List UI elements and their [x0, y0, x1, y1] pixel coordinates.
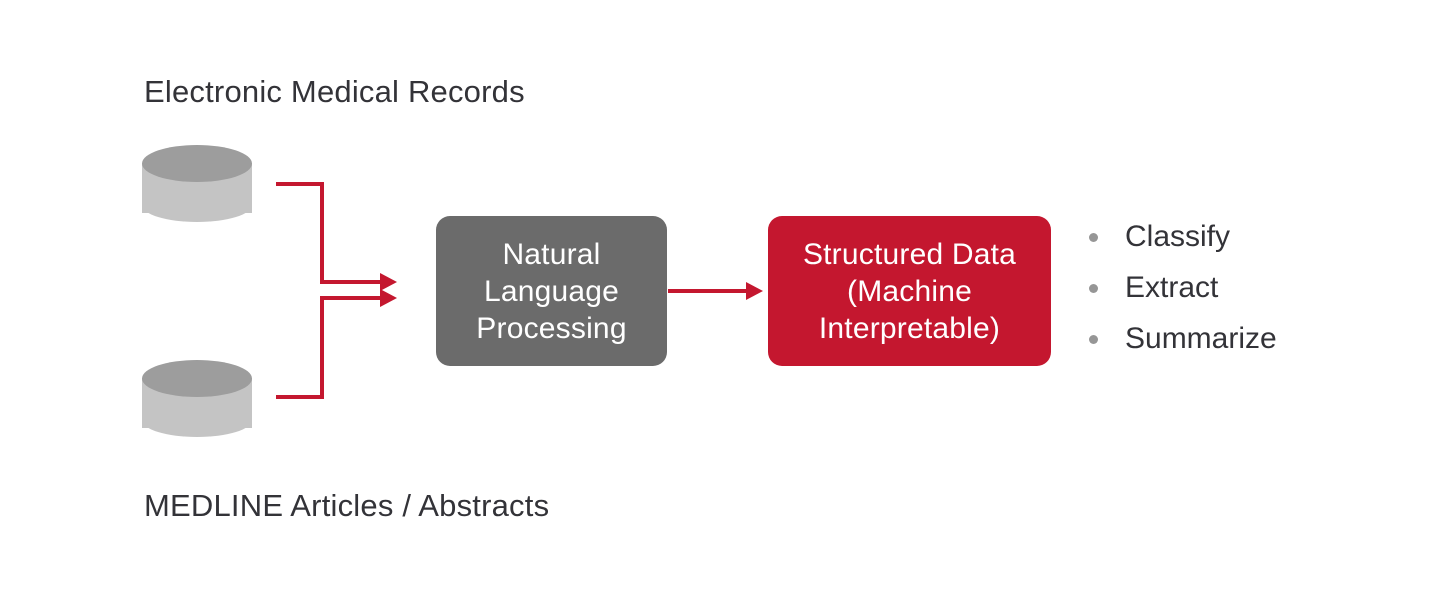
process-box-natural-language-processing: Natural Language Processing [436, 216, 667, 366]
source-label-medline-articles-abstracts: MEDLINE Articles / Abstracts [144, 488, 550, 523]
outcome-label: Classify [1125, 220, 1231, 253]
connector-bottom-horizontal-start [276, 395, 324, 399]
connector-top-vertical [320, 182, 324, 282]
cylinder-bottom-ellipse [142, 403, 252, 437]
output-box-structured-data: Structured Data (Machine Interpretable) [768, 216, 1051, 366]
arrowhead-icon-nlp-to-output [746, 282, 763, 300]
connector-bottom-vertical [320, 296, 324, 399]
output-box-line-2: (Machine [847, 274, 972, 308]
source-label-electronic-medical-records: Electronic Medical Records [144, 74, 525, 109]
bullet-dot-icon [1089, 284, 1098, 293]
outcome-label: Summarize [1125, 322, 1277, 355]
list-item: Classify [1083, 220, 1277, 253]
output-box-line-1: Structured Data [802, 237, 1017, 271]
connector-top-horizontal-start [276, 182, 324, 186]
cylinder-top-ellipse [142, 360, 252, 397]
connector-bottom-horizontal-end [320, 296, 382, 300]
list-item: Summarize [1083, 322, 1277, 355]
arrowhead-icon-top-source [380, 273, 397, 291]
arrowhead-icon-bottom-source [380, 289, 397, 307]
cylinder-top-ellipse [142, 145, 252, 182]
cylinder-bottom-ellipse [142, 188, 252, 222]
connector-top-horizontal-end [320, 280, 382, 284]
database-cylinder-icon-medline [142, 360, 252, 438]
connector-nlp-to-output [668, 289, 750, 293]
output-box-line-3: Interpretable) [818, 311, 1001, 345]
process-box-line-3: Processing [476, 311, 627, 345]
database-cylinder-icon-emr [142, 145, 252, 223]
bullet-dot-icon [1089, 335, 1098, 344]
outcome-label: Extract [1125, 271, 1219, 304]
bullet-dot-icon [1089, 233, 1098, 242]
list-item: Extract [1083, 271, 1277, 304]
outcomes-list: Classify Extract Summarize [1083, 220, 1277, 373]
process-box-line-1: Natural [502, 237, 601, 271]
process-box-line-2: Language [483, 274, 620, 308]
